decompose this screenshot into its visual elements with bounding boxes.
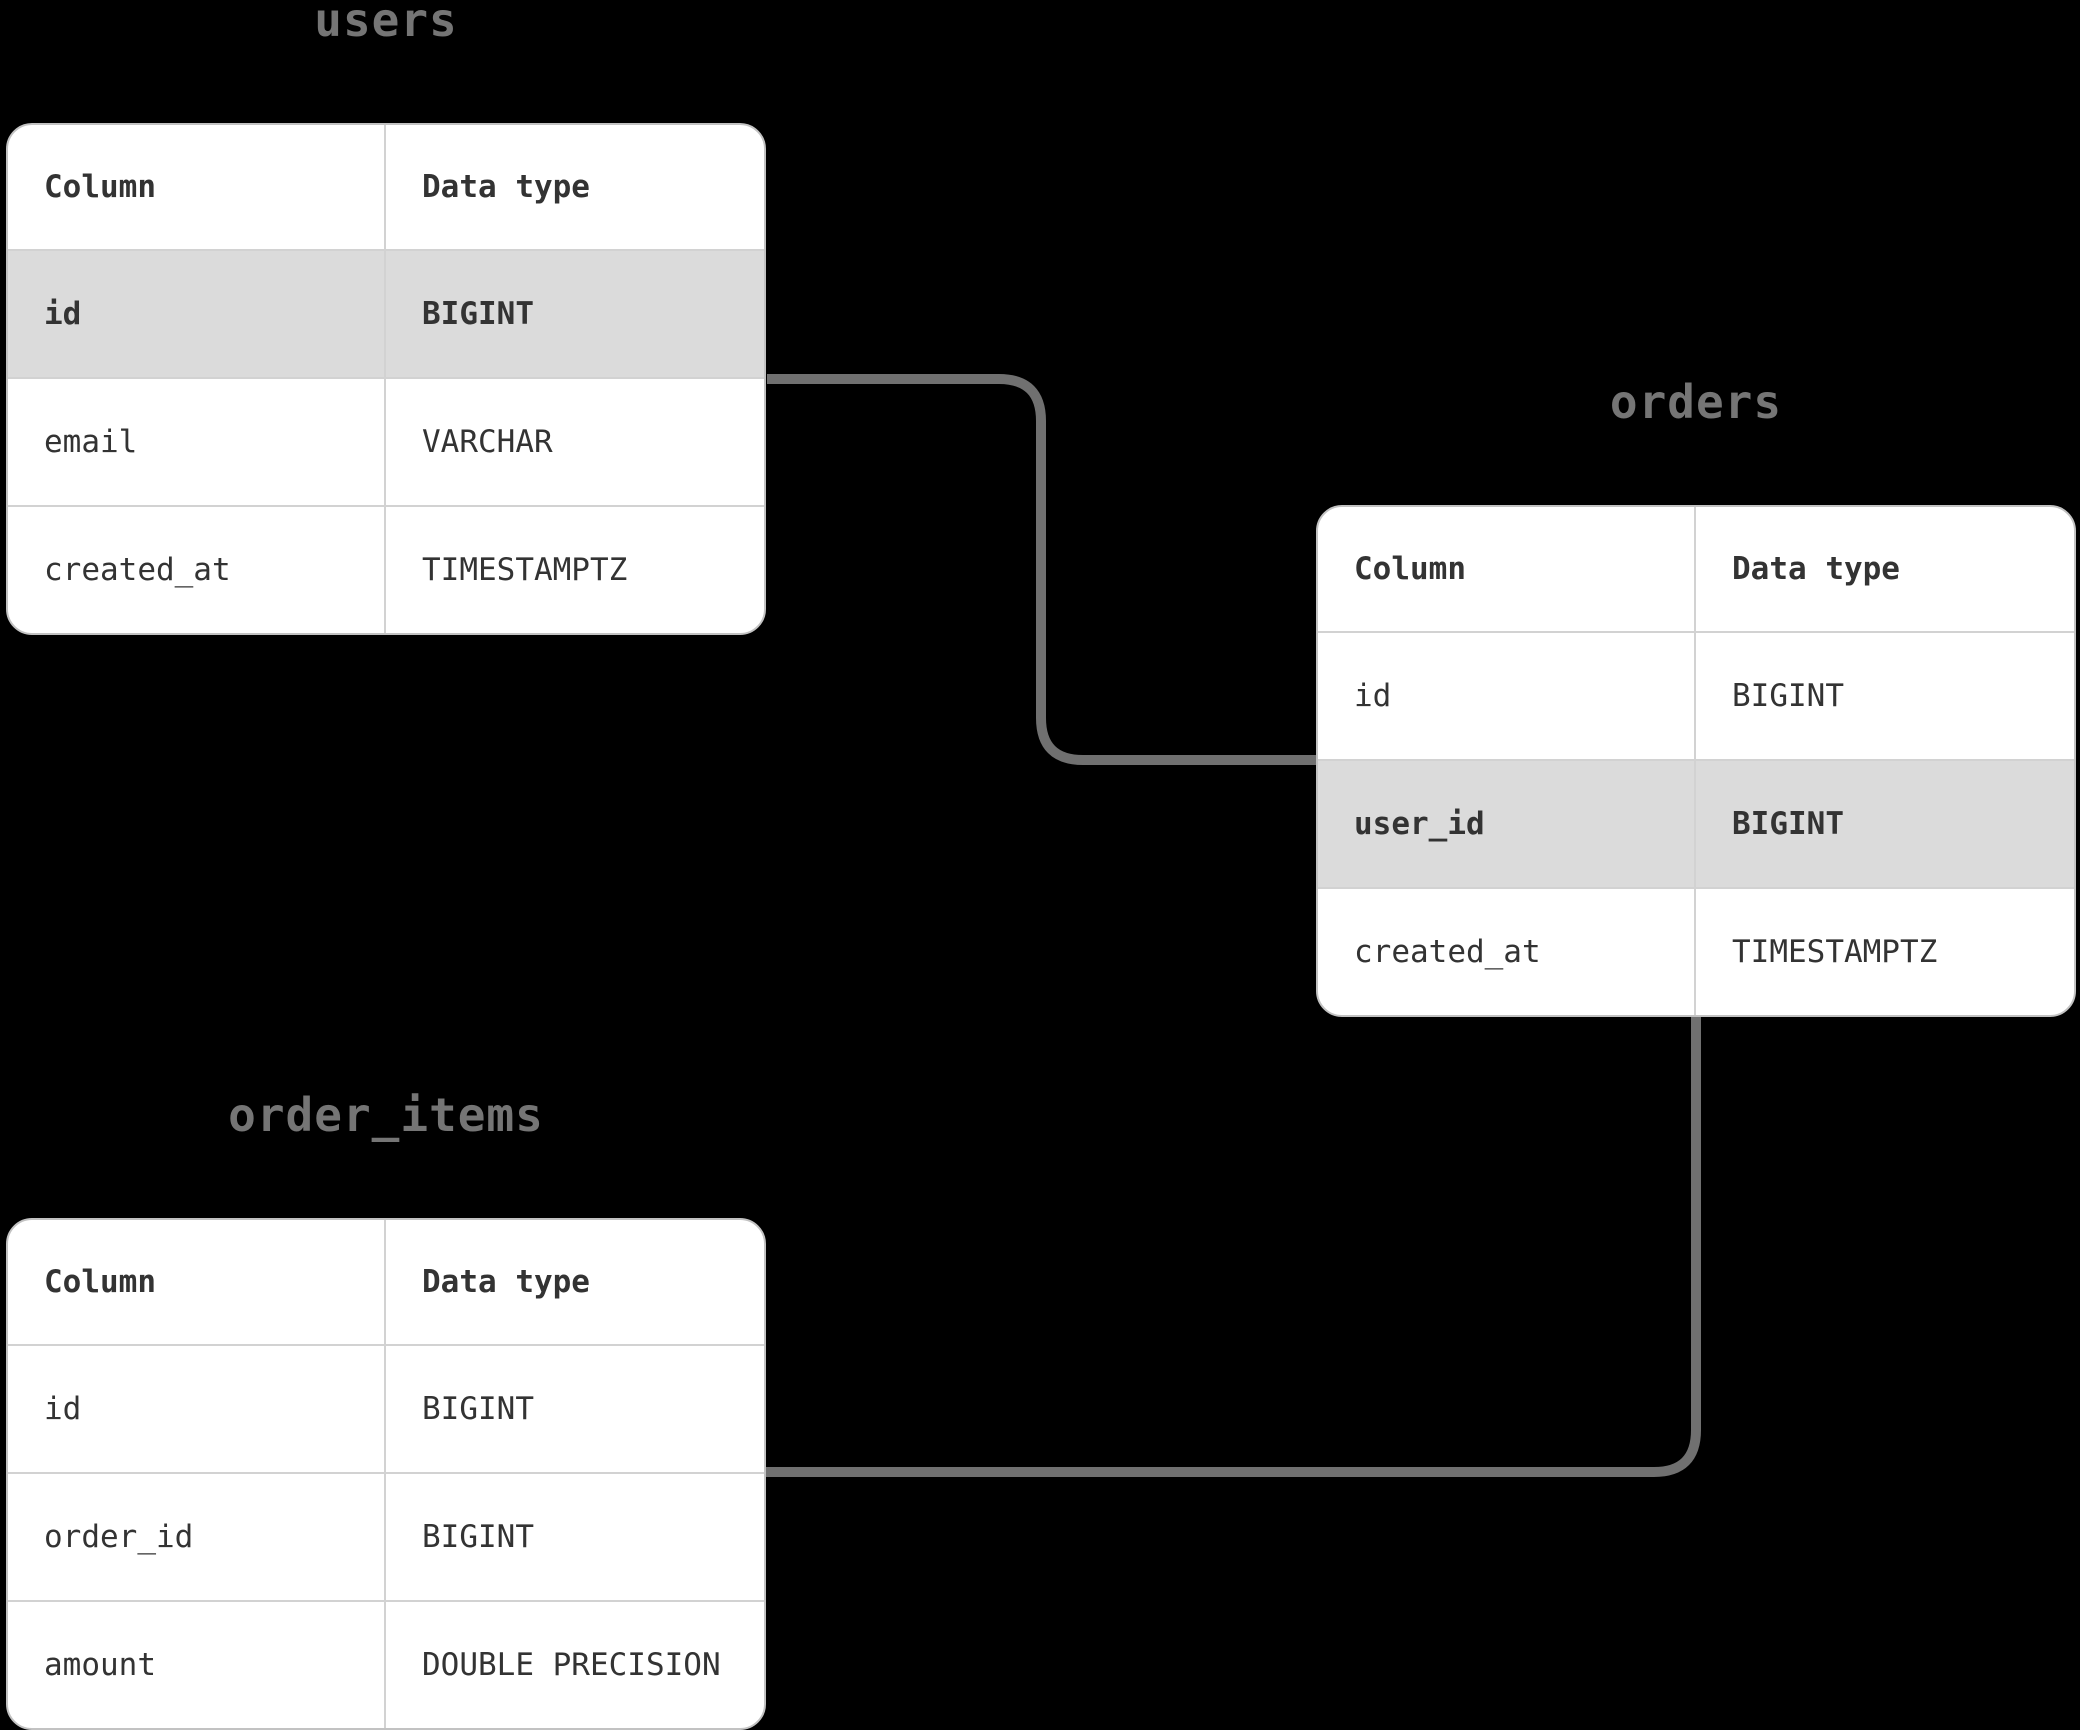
table-row-users-email: email VARCHAR: [8, 377, 764, 505]
connector-orders-id-to-order-items-order-id: [766, 1013, 1701, 1477]
table-row-users-created-at: created_at TIMESTAMPTZ: [8, 505, 764, 633]
table-row-order-items-amount: amount DOUBLE PRECISION: [8, 1600, 764, 1728]
order-items-table[interactable]: Column Data type id BIGINT order_id BIGI…: [6, 1218, 766, 1730]
cell-data-type: BIGINT: [1732, 806, 1844, 842]
cell-column-name: order_id: [8, 1474, 386, 1600]
cell-data-type: VARCHAR: [422, 424, 553, 460]
orders-header-row: Column Data type: [1318, 507, 2074, 631]
cell-column-name: id: [8, 1346, 386, 1472]
cell-data-type: BIGINT: [1732, 678, 1844, 714]
cell-column-name: created_at: [8, 507, 386, 633]
cell-column-name: id: [1318, 633, 1696, 759]
table-title-orders: orders: [1609, 375, 1783, 429]
users-header-row: Column Data type: [8, 125, 764, 249]
column-header: Column: [1318, 507, 1696, 631]
connector-users-id-to-orders-user-id: [767, 374, 1317, 765]
entity-orders: orders Column Data type id BIGINT user_i…: [1316, 374, 2076, 1017]
table-row-users-id: id BIGINT: [8, 249, 764, 377]
cell-data-type: TIMESTAMPTZ: [1732, 934, 1938, 970]
cell-data-type: DOUBLE PRECISION: [422, 1647, 721, 1683]
cell-column-name: id: [8, 251, 386, 377]
table-row-orders-created-at: created_at TIMESTAMPTZ: [1318, 887, 2074, 1015]
orders-table[interactable]: Column Data type id BIGINT user_id BIGIN…: [1316, 505, 2076, 1017]
entity-users: users Column Data type id BIGINT email V…: [6, 0, 766, 635]
cell-data-type: TIMESTAMPTZ: [422, 552, 628, 588]
table-row-orders-user-id: user_id BIGINT: [1318, 759, 2074, 887]
table-title-order-items: order_items: [228, 1088, 544, 1142]
cell-data-type: BIGINT: [422, 1391, 534, 1427]
cell-column-name: created_at: [1318, 889, 1696, 1015]
order-items-header-row: Column Data type: [8, 1220, 764, 1344]
data-type-header: Data type: [1732, 551, 1900, 587]
cell-data-type: BIGINT: [422, 296, 534, 332]
users-table[interactable]: Column Data type id BIGINT email VARCHAR…: [6, 123, 766, 635]
data-type-header: Data type: [422, 169, 590, 205]
cell-column-name: user_id: [1318, 761, 1696, 887]
cell-column-name: amount: [8, 1602, 386, 1728]
entity-order-items: order_items Column Data type id BIGINT o…: [6, 1087, 766, 1730]
data-type-header: Data type: [422, 1264, 590, 1300]
column-header: Column: [8, 1220, 386, 1344]
cell-column-name: email: [8, 379, 386, 505]
column-header: Column: [8, 125, 386, 249]
table-row-order-items-order-id: order_id BIGINT: [8, 1472, 764, 1600]
table-title-users: users: [314, 0, 458, 47]
table-row-order-items-id: id BIGINT: [8, 1344, 764, 1472]
cell-data-type: BIGINT: [422, 1519, 534, 1555]
table-row-orders-id: id BIGINT: [1318, 631, 2074, 759]
